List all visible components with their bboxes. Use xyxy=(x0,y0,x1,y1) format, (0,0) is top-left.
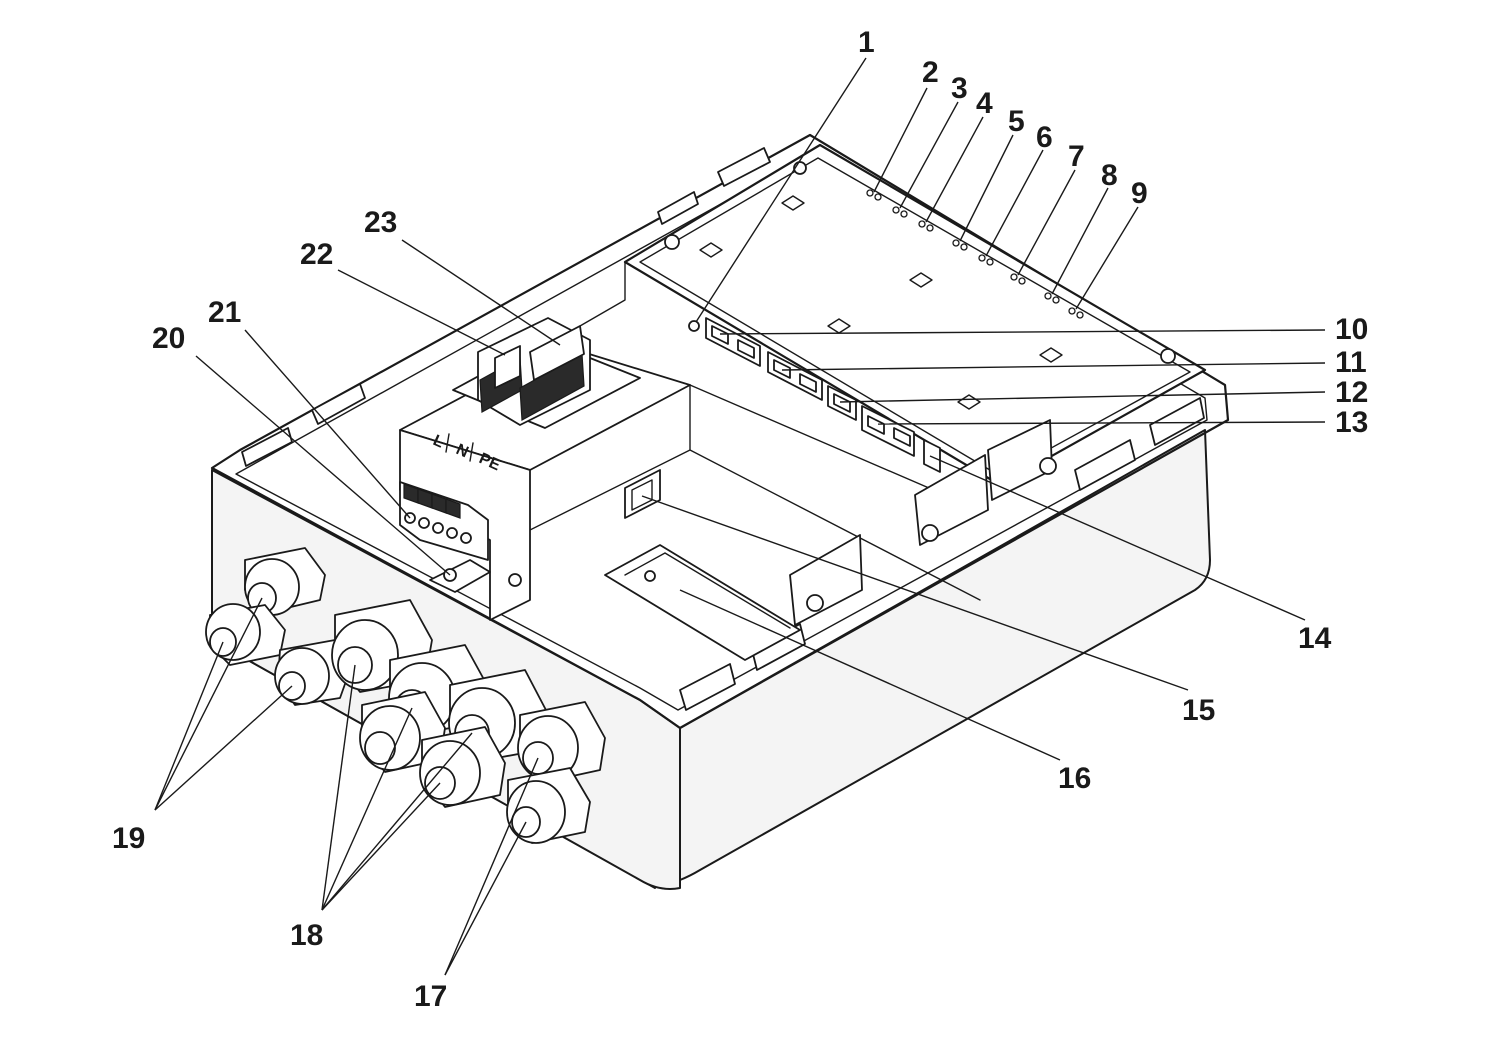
gland-19a xyxy=(244,547,326,616)
din-rail xyxy=(604,544,801,661)
callout-15: 15 xyxy=(1182,694,1215,727)
callout-17: 17 xyxy=(414,980,447,1013)
terminal-block xyxy=(399,481,522,593)
callout-labels: 1 2 3 4 5 6 7 8 9 10 11 12 13 14 15 16 1… xyxy=(112,26,1368,1013)
callout-2: 2 xyxy=(922,56,939,89)
callout-23: 23 xyxy=(364,206,397,239)
gland-17b xyxy=(506,767,591,844)
gland-17a xyxy=(517,701,606,783)
callout-18: 18 xyxy=(290,919,323,952)
gland-18a xyxy=(331,599,433,693)
callout-4: 4 xyxy=(976,87,993,120)
callout-5: 5 xyxy=(1008,105,1025,138)
callout-14: 14 xyxy=(1298,622,1332,655)
callout-8: 8 xyxy=(1101,159,1118,192)
callout-12: 12 xyxy=(1335,376,1368,409)
callout-10: 10 xyxy=(1335,313,1368,346)
callout-6: 6 xyxy=(1036,121,1053,154)
gland-19b xyxy=(205,603,286,666)
gland-18e xyxy=(419,726,506,808)
callout-9: 9 xyxy=(1131,177,1148,210)
network-ports xyxy=(705,317,941,473)
leader-lines xyxy=(154,57,1326,976)
hinges xyxy=(241,147,1205,711)
callout-1: 1 xyxy=(858,26,875,59)
callout-3: 3 xyxy=(951,72,968,105)
callout-20: 20 xyxy=(152,322,185,355)
callout-21: 21 xyxy=(208,296,241,329)
callout-22: 22 xyxy=(300,238,333,271)
lid xyxy=(623,143,1207,487)
callout-11: 11 xyxy=(1335,346,1367,379)
callout-19: 19 xyxy=(112,822,145,855)
wall-opening xyxy=(624,469,661,519)
callout-13: 13 xyxy=(1335,406,1368,439)
status-leds xyxy=(688,189,1084,332)
callout-7: 7 xyxy=(1068,140,1085,173)
callout-16: 16 xyxy=(1058,762,1091,795)
